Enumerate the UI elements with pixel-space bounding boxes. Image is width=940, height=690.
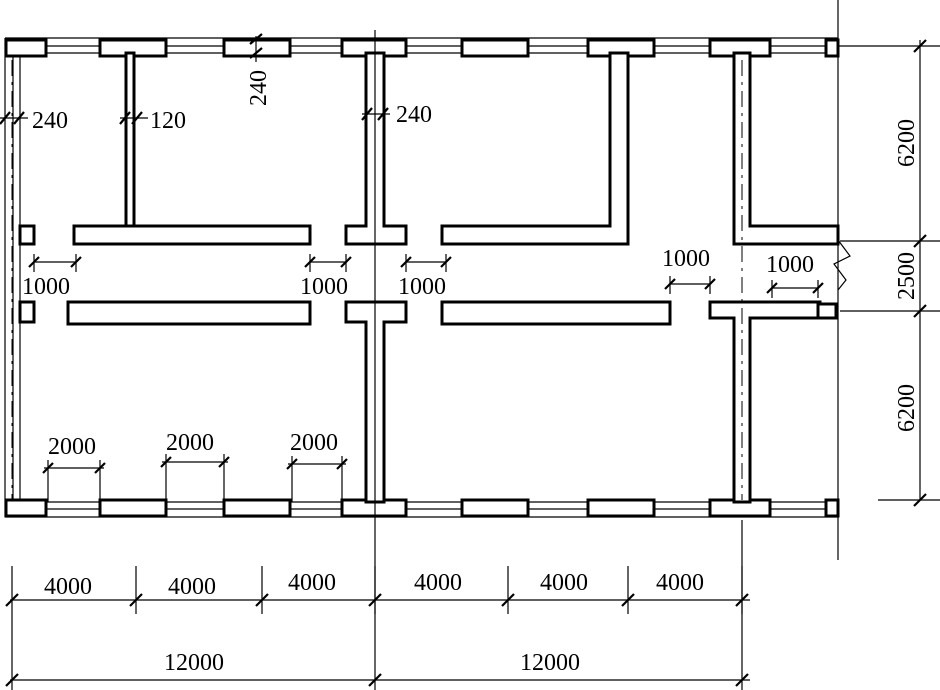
bottom-wall-piers <box>4 498 840 518</box>
span-label-right: 12000 <box>520 650 580 676</box>
wall-thickness-middle: 240 <box>396 102 432 128</box>
door-label-3: 1000 <box>398 274 446 300</box>
break-line <box>833 239 851 291</box>
bay-label-3: 4000 <box>288 570 336 596</box>
depth-label-lower: 6200 <box>894 384 920 432</box>
span-dimensions: 12000 12000 <box>5 614 750 690</box>
wall-thickness-top: 240 <box>246 70 272 106</box>
window-dimensions: 2000 2000 2000 <box>42 430 348 502</box>
window-label-1: 2000 <box>48 434 96 460</box>
door-label-2: 1000 <box>300 274 348 300</box>
top-wall-piers <box>4 38 840 58</box>
bay-label-4: 4000 <box>414 570 462 596</box>
bay-label-2: 4000 <box>168 574 216 600</box>
door-dimensions: 1000 1000 1000 1000 1000 <box>22 246 824 300</box>
bay-label-1: 4000 <box>44 574 92 600</box>
door-label-4: 1000 <box>662 246 710 272</box>
bay-label-6: 4000 <box>656 570 704 596</box>
bay-label-5: 4000 <box>540 570 588 596</box>
bay-dimensions: 4000 4000 4000 4000 4000 4000 <box>5 566 750 614</box>
door-label-5: 1000 <box>766 252 814 278</box>
wall-thickness-outer-left: 240 <box>32 108 68 134</box>
interior-walls <box>18 51 840 504</box>
depth-label-upper: 6200 <box>894 119 920 167</box>
wall-thickness-inner-left: 120 <box>150 108 186 134</box>
wall-thickness-dimensions: 240 120 240 240 <box>0 33 432 134</box>
window-label-2: 2000 <box>166 430 214 456</box>
depth-dimensions: 6200 2500 6200 <box>838 39 940 507</box>
span-label-left: 12000 <box>164 650 224 676</box>
depth-label-corridor: 2500 <box>894 252 920 300</box>
window-label-3: 2000 <box>290 430 338 456</box>
door-label-1: 1000 <box>22 274 70 300</box>
